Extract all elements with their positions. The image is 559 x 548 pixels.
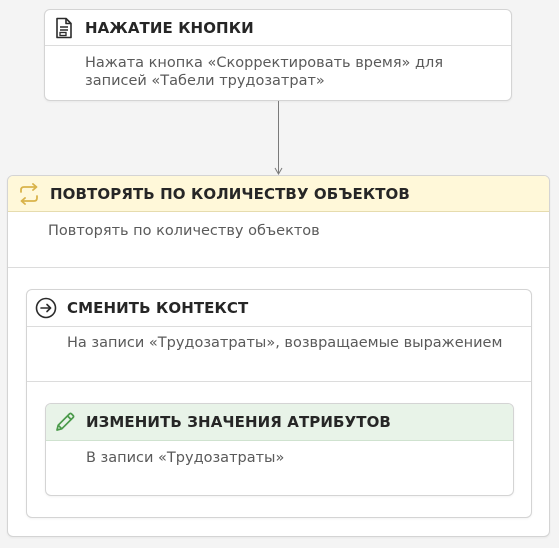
button-press-header: НАЖАТИЕ КНОПКИ [45, 10, 511, 46]
switch-context-description-area: На записи «Трудозатраты», возвращаемые в… [27, 327, 531, 382]
repeat-header: ПОВТОРЯТЬ ПО КОЛИЧЕСТВУ ОБЪЕКТОВ [8, 176, 549, 212]
change-attributes-step[interactable]: ИЗМЕНИТЬ ЗНАЧЕНИЯ АТРИБУТОВ В записи «Тр… [45, 403, 514, 496]
repeat-description-area: Повторять по количеству объектов [8, 212, 549, 268]
connector-arrow [274, 101, 283, 175]
pencil-icon [52, 409, 78, 435]
change-attributes-header: ИЗМЕНИТЬ ЗНАЧЕНИЯ АТРИБУТОВ [46, 404, 513, 441]
switch-context-description: На записи «Трудозатраты», возвращаемые в… [67, 335, 503, 351]
change-attributes-description: В записи «Трудозатраты» [86, 450, 285, 466]
button-press-step[interactable]: НАЖАТИЕ КНОПКИ Нажата кнопка «Скорректир… [44, 9, 512, 101]
switch-context-title: СМЕНИТЬ КОНТЕКСТ [67, 299, 249, 317]
document-icon [51, 15, 77, 41]
repeat-description: Повторять по количеству объектов [48, 223, 320, 239]
button-press-description: Нажата кнопка «Скорректировать время» дл… [85, 55, 444, 89]
change-attributes-description-area: В записи «Трудозатраты» [46, 441, 513, 467]
arrow-right-circle-icon [33, 295, 59, 321]
change-attributes-title: ИЗМЕНИТЬ ЗНАЧЕНИЯ АТРИБУТОВ [86, 413, 391, 431]
repeat-step[interactable]: ПОВТОРЯТЬ ПО КОЛИЧЕСТВУ ОБЪЕКТОВ Повторя… [7, 175, 550, 537]
switch-context-header: СМЕНИТЬ КОНТЕКСТ [27, 290, 531, 327]
repeat-title: ПОВТОРЯТЬ ПО КОЛИЧЕСТВУ ОБЪЕКТОВ [50, 184, 410, 203]
repeat-icon [16, 181, 42, 207]
button-press-title: НАЖАТИЕ КНОПКИ [85, 18, 254, 37]
switch-context-step[interactable]: СМЕНИТЬ КОНТЕКСТ На записи «Трудозатраты… [26, 289, 532, 518]
